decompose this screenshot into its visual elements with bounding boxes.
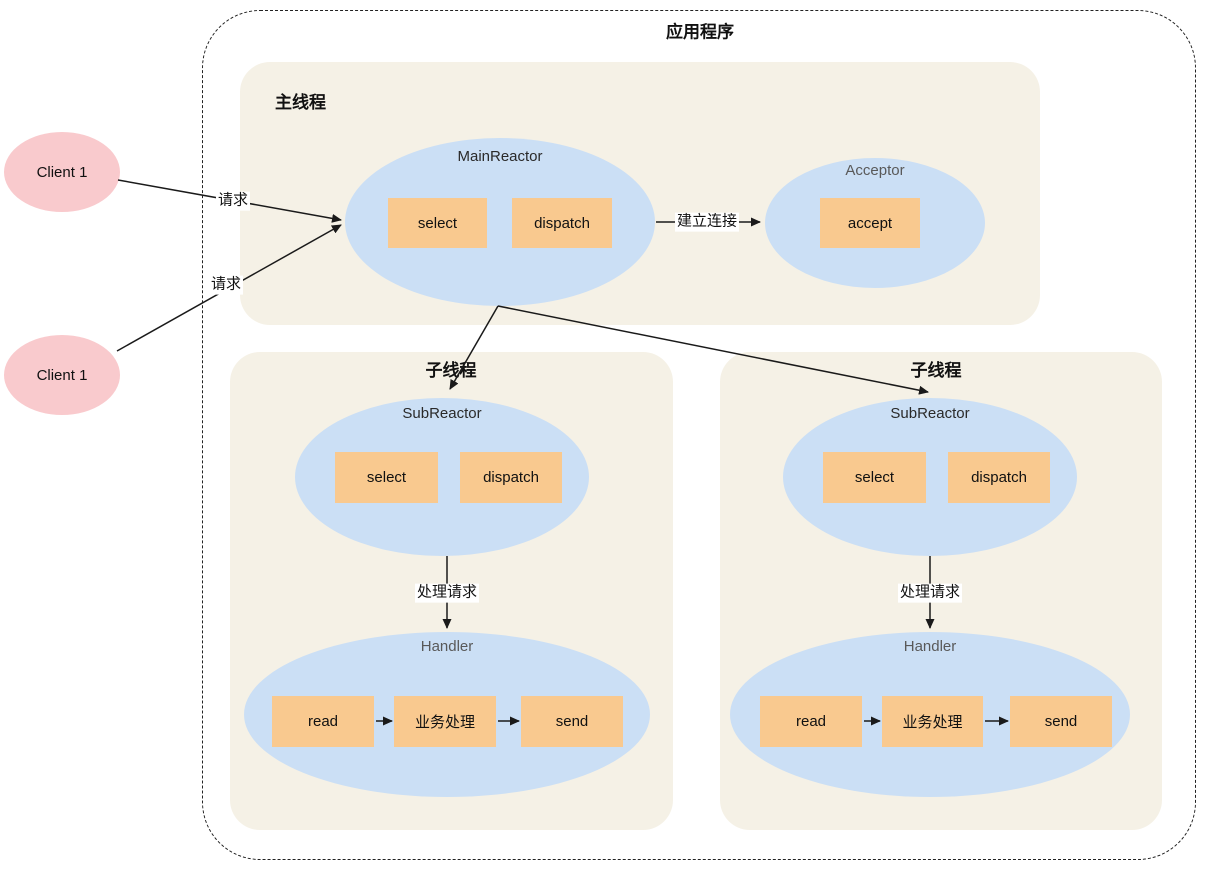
- sub-reactor-left-title: SubReactor: [402, 405, 482, 422]
- sub-reactor-right-title: SubReactor: [890, 405, 970, 422]
- handler-left-read-box: read: [272, 696, 374, 747]
- main-reactor-select-box: select: [388, 198, 487, 248]
- acceptor-title: Acceptor: [845, 162, 905, 179]
- edge-label-establish-connection: 建立连接: [674, 212, 740, 232]
- sub-thread-right-label: 子线程: [910, 361, 962, 380]
- edge-label-process-request-left: 处理请求: [414, 583, 480, 603]
- handler-left-send-box: send: [521, 696, 623, 747]
- application-container: [202, 10, 1196, 860]
- handler-left-business-box: 业务处理: [394, 696, 496, 747]
- main-thread-label: 主线程: [275, 93, 326, 112]
- acceptor-accept-box: accept: [820, 198, 920, 248]
- main-reactor-title: MainReactor: [457, 148, 543, 165]
- handler-right-read-box: read: [760, 696, 862, 747]
- handler-right-title: Handler: [903, 638, 957, 655]
- sub-reactor-right-dispatch-box: dispatch: [948, 452, 1050, 503]
- handler-left-title: Handler: [420, 638, 474, 655]
- handler-right-business-box: 业务处理: [882, 696, 983, 747]
- edge-label-request-bottom: 请求: [208, 275, 244, 295]
- sub-reactor-left-select-box: select: [335, 452, 438, 503]
- client-1-bottom: Client 1: [4, 335, 120, 415]
- client-1-top: Client 1: [4, 132, 120, 212]
- handler-right-send-box: send: [1010, 696, 1112, 747]
- sub-reactor-left-dispatch-box: dispatch: [460, 452, 562, 503]
- edge-label-process-request-right: 处理请求: [897, 583, 963, 603]
- application-title: 应用程序: [666, 22, 734, 42]
- main-reactor-dispatch-box: dispatch: [512, 198, 612, 248]
- sub-reactor-right-select-box: select: [823, 452, 926, 503]
- edge-label-request-top: 请求: [215, 191, 251, 211]
- sub-thread-left-label: 子线程: [425, 361, 477, 380]
